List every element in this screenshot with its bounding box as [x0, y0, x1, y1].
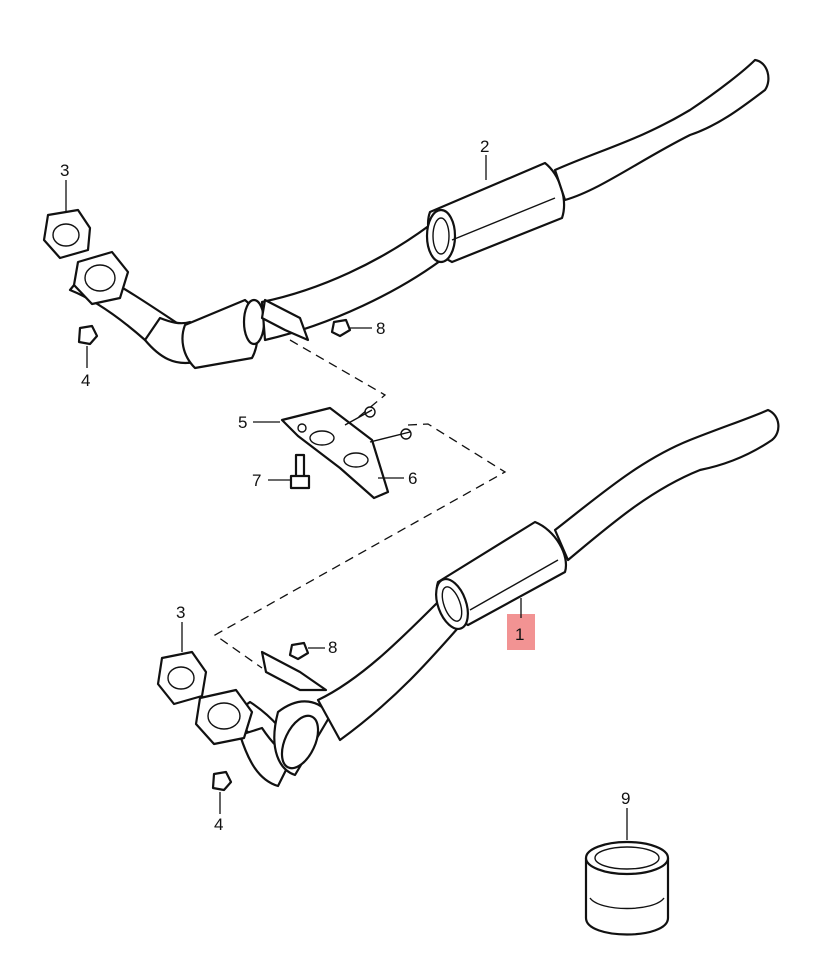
- exhaust-pipe-assembly-bottom: [156, 408, 780, 792]
- callout-6: 6: [408, 469, 417, 488]
- exhaust-pipe-assembly-top: [42, 58, 770, 370]
- callout-7: 7: [252, 471, 261, 490]
- callout-3-top: 3: [60, 161, 69, 180]
- bracket-plate: [280, 406, 390, 500]
- callout-1: 1: [515, 625, 524, 644]
- flange-upper-right: [72, 250, 130, 306]
- highlight-part-1: [507, 614, 535, 650]
- flange-lower-left: [156, 650, 208, 706]
- callout-3-bottom: 3: [176, 603, 185, 622]
- hanger-bracket-kit: [280, 406, 412, 500]
- nut-8-bottom: [288, 641, 310, 661]
- dashed-reference-lines: [213, 339, 507, 669]
- callout-4-top: 4: [81, 371, 90, 390]
- callout-8-bottom: 8: [328, 638, 337, 657]
- nut-8-top: [330, 318, 352, 338]
- flange-upper-left: [42, 208, 92, 260]
- callout-2: 2: [480, 137, 489, 156]
- nut-top: [77, 324, 99, 346]
- callout-9: 9: [621, 789, 630, 808]
- bolt: [294, 453, 306, 480]
- callout-8-top: 8: [376, 319, 385, 338]
- flange-lower-right: [194, 688, 254, 746]
- callout-labels: 2 3 4 8 5 6 7 3 8 1 4 9: [60, 137, 630, 840]
- nut-bottom: [211, 770, 233, 792]
- callout-5: 5: [238, 413, 247, 432]
- connecting-sleeve: [584, 840, 670, 936]
- callout-4-bottom: 4: [214, 815, 223, 834]
